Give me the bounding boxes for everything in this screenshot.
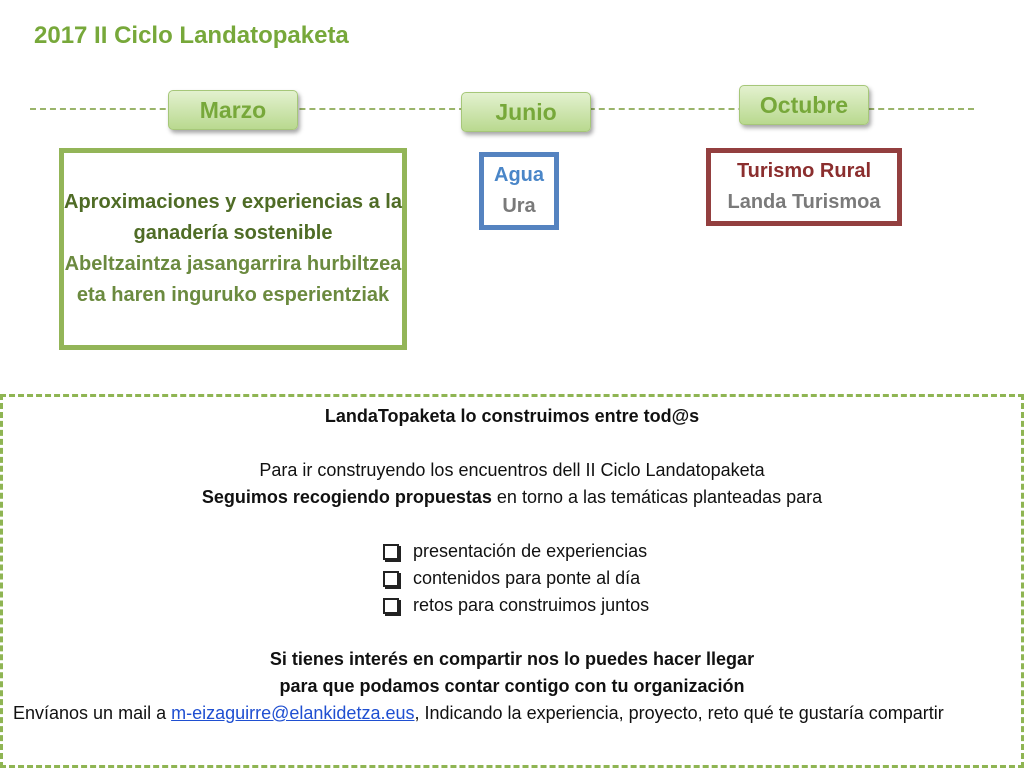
info-panel: LandaTopaketa lo construimos entre tod@s…	[0, 394, 1024, 768]
mail-line: Envíanos un mail a m-eizaguirre@elankide…	[13, 700, 1011, 727]
topics-list: presentación de experiencias contenidos …	[383, 538, 1011, 619]
info-heading: LandaTopaketa lo construimos entre tod@s	[324, 406, 700, 426]
mail-suffix: , Indicando la experiencia, proyecto, re…	[414, 703, 944, 723]
page-title: 2017 II Ciclo Landatopaketa	[34, 22, 349, 49]
list-item: presentación de experiencias	[383, 538, 1011, 565]
topic-octubre-eu: Landa Turismoa	[727, 191, 881, 213]
list-item-label: retos para construimos juntos	[413, 595, 650, 615]
topic-junio-es: Agua	[494, 164, 544, 186]
info-line2: Seguimos recogiendo propuestas en torno …	[13, 484, 1011, 511]
list-item-label: contenidos para ponte al día	[413, 568, 641, 588]
checkbox-bullet-icon	[383, 543, 399, 560]
month-octubre-label: Octubre	[739, 85, 869, 125]
info-line1: Para ir construyendo los encuentros dell…	[259, 460, 765, 480]
cta-line2: para que podamos contar contigo con tu o…	[279, 676, 745, 696]
topic-box-junio: Agua Ura	[479, 152, 559, 230]
topic-marzo-eu: Abeltzaintza jasangarrira hurbiltzea eta…	[64, 253, 402, 306]
cta-line1: Si tienes interés en compartir nos lo pu…	[269, 649, 755, 669]
email-link[interactable]: m-eizaguirre@elankidetza.eus	[171, 703, 415, 723]
checkbox-bullet-icon	[383, 597, 399, 614]
list-item-label: presentación de experiencias	[413, 541, 648, 561]
list-item: contenidos para ponte al día	[383, 565, 1011, 592]
topic-octubre-es: Turismo Rural	[736, 160, 872, 182]
topic-marzo-es: Aproximaciones y experiencias a la ganad…	[64, 191, 402, 244]
month-junio-label: Junio	[461, 92, 591, 132]
topic-box-marzo: Aproximaciones y experiencias a la ganad…	[59, 148, 407, 350]
info-line2-bold: Seguimos recogiendo propuestas	[201, 487, 492, 507]
checkbox-bullet-icon	[383, 570, 399, 587]
topic-junio-eu: Ura	[502, 195, 536, 217]
list-item: retos para construimos juntos	[383, 592, 1011, 619]
topic-box-octubre: Turismo Rural Landa Turismoa	[706, 148, 902, 226]
info-line2-rest: en torno a las temáticas planteadas para	[491, 487, 823, 507]
mail-prefix: Envíanos un mail a	[13, 703, 172, 723]
month-marzo-label: Marzo	[168, 90, 298, 130]
